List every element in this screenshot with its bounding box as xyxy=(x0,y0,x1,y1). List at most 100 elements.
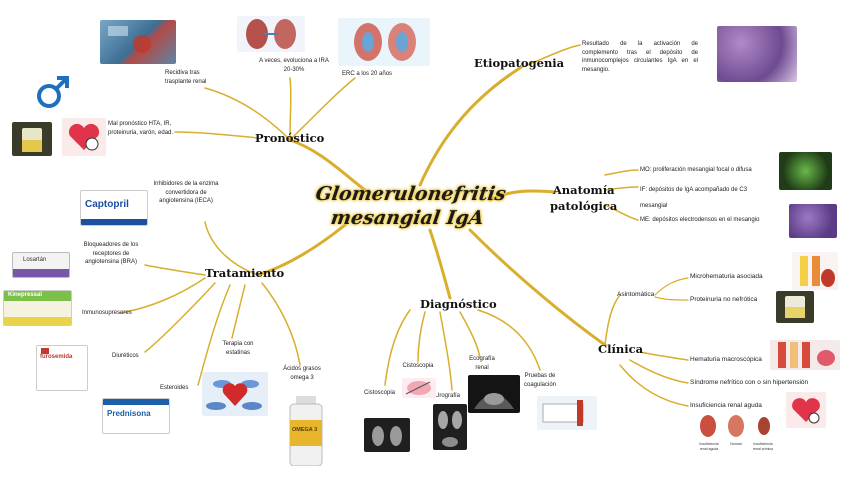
sub-line-24 xyxy=(639,351,689,361)
branch-line-diagnostico xyxy=(428,228,452,300)
sub-line-16 xyxy=(384,309,411,386)
captopril-label: Captopril xyxy=(85,199,129,210)
clinica-insuficiencia: Insuficiencia renal aguda xyxy=(690,402,762,409)
sub-line-23 xyxy=(654,296,689,301)
clinica-sindrome: Síndrome nefrítico con o sin hipertensió… xyxy=(690,379,809,386)
branch-anatomia-line2: patológica xyxy=(550,199,618,213)
tratamiento-estatinas: Terapia con estatinas xyxy=(222,341,254,356)
kidney-label-aguda: Insuficiencia renal aguda xyxy=(699,442,719,451)
histology-image xyxy=(717,26,797,82)
sub-line-21 xyxy=(604,294,621,346)
branch-anatomia-line1: Anatomía xyxy=(552,183,615,197)
pronostico-evoluciona: A veces, evoluciona a IRA 20-30% xyxy=(259,58,329,73)
sub-line-18 xyxy=(439,311,453,391)
furosemida-box: furosemida xyxy=(36,345,88,391)
anatomia-mo: MO: proliferación mesangial focal o difu… xyxy=(640,167,752,173)
sub-line-5 xyxy=(174,131,259,139)
sub-line-15 xyxy=(261,282,301,366)
kidney-illustration-2 xyxy=(338,18,430,66)
sub-line-7 xyxy=(604,186,639,191)
branch-line-clinica xyxy=(468,228,607,347)
sub-line-13 xyxy=(197,284,231,386)
sub-line-17 xyxy=(417,311,426,363)
branch-line-tratamiento xyxy=(256,223,347,277)
microhematuria-tubes-image xyxy=(792,252,838,290)
tratamiento-ieca: Inhibidores de la enzima convertidora de… xyxy=(153,181,219,204)
title-line-2: mesangial IgA xyxy=(329,207,486,229)
kinepressal-box: Kinepressal xyxy=(3,290,72,326)
kidney-label-cronica: Insuficiencia renal crónica xyxy=(752,442,774,451)
tratamiento-esteroides: Esteroides xyxy=(160,385,189,391)
blood-pressure-heart-icon xyxy=(62,118,106,156)
sub-line-3 xyxy=(289,77,292,141)
title-line-1: Glomerulonefritis xyxy=(314,183,508,205)
sub-line-11 xyxy=(119,277,206,314)
sub-line-1 xyxy=(519,44,581,69)
omega3-bottle: OMEGA 3 xyxy=(286,396,326,466)
pronostico-erc: ERC a los 20 años xyxy=(342,71,393,77)
clinica-proteinuria: Proteinuria no nefrótica xyxy=(690,296,758,303)
tratamiento-inmunosupresores: Inmunosupresores xyxy=(82,310,132,316)
hematuria-tubes-image xyxy=(770,340,840,370)
branch-anatomia-patologica: Anatomía patológica xyxy=(550,182,617,214)
cistografia-xray xyxy=(364,418,410,452)
prednisona-box: Prednisona xyxy=(102,398,170,434)
electron-microscopy-image xyxy=(789,204,837,238)
prednisona-label: Prednisona xyxy=(107,409,151,418)
statins-pills-image xyxy=(202,372,268,416)
urine-sample-photo xyxy=(12,122,52,156)
branch-line-pronostico xyxy=(288,138,367,192)
cistoscopia-illustration xyxy=(402,378,436,398)
coagulation-test-image xyxy=(537,396,597,430)
male-symbol-icon xyxy=(35,74,75,110)
kidney-illustration-1 xyxy=(237,16,305,52)
urografia-xray xyxy=(433,404,467,450)
branch-clinica: Clínica xyxy=(598,342,644,356)
losartan-label: Losartán xyxy=(23,257,47,263)
sub-line-22 xyxy=(654,277,689,296)
diagnostico-urografia: Urografía xyxy=(435,393,461,399)
branch-pronostico: Pronóstico xyxy=(255,131,325,145)
tratamiento-omega: Ácidos grasos omega 3 xyxy=(283,366,321,381)
diagnostico-cistografia: Cistoscopia xyxy=(364,390,396,396)
sub-line-2 xyxy=(204,87,291,141)
clinica-hematuria: Hematuria macroscópica xyxy=(690,356,762,363)
clinica-asintomatica: Asintomática xyxy=(617,291,655,298)
sub-line-19 xyxy=(459,311,481,359)
kidney-label-normal: Normal xyxy=(730,442,742,446)
diagnostico-cistouretroscopia: Cistoscopia xyxy=(402,363,434,369)
anatomia-if: IF: depósitos de IgA acompañado de C3 me… xyxy=(640,187,748,209)
proteinuria-sample-photo xyxy=(776,291,814,323)
omega3-label: OMEGA 3 xyxy=(292,427,318,433)
branch-diagnostico: Diagnóstico xyxy=(420,297,497,311)
branch-line-anatomia xyxy=(488,189,557,202)
sub-line-10 xyxy=(144,264,206,276)
pronostico-recidiva: Recidiva tras trasplante renal xyxy=(165,70,207,85)
immunofluorescence-image xyxy=(779,152,832,190)
sub-line-6 xyxy=(604,169,639,176)
sub-line-8 xyxy=(604,204,639,221)
diagnostico-pruebas: Pruebas de coagulación xyxy=(523,373,557,388)
kinepressal-label: Kinepressal xyxy=(8,292,43,298)
clinica-microhematuria: Microhematuria asociada xyxy=(690,273,763,280)
sub-line-14 xyxy=(231,284,246,339)
kidneys-comparison-image: Insuficiencia renal aguda Normal Insufic… xyxy=(696,412,776,458)
furosemida-label: furosemida xyxy=(40,354,73,360)
sub-line-9 xyxy=(204,221,259,276)
branch-tratamiento: Tratamiento xyxy=(205,266,285,280)
sub-line-25 xyxy=(629,359,689,384)
tratamiento-diureticos: Diuréticos xyxy=(112,353,139,359)
anatomia-me: ME: depósitos electrodensos en el mesang… xyxy=(640,217,760,223)
branch-line-etiopatogenia xyxy=(418,66,522,187)
diagnostico-ecografia: Ecografía renal xyxy=(469,356,495,371)
sub-line-20 xyxy=(477,309,541,371)
pronostico-mal: Mal pronóstico HTA, IR, proteinuria, var… xyxy=(108,121,174,136)
etiopatogenia-text: Resultado de la activación de complement… xyxy=(582,41,698,73)
sub-line-12 xyxy=(144,282,216,353)
sub-line-26 xyxy=(619,364,689,407)
losartan-box: Losartán xyxy=(12,252,70,278)
captopril-box: Captopril xyxy=(80,190,148,226)
syndrome-heart-icon xyxy=(786,392,826,428)
